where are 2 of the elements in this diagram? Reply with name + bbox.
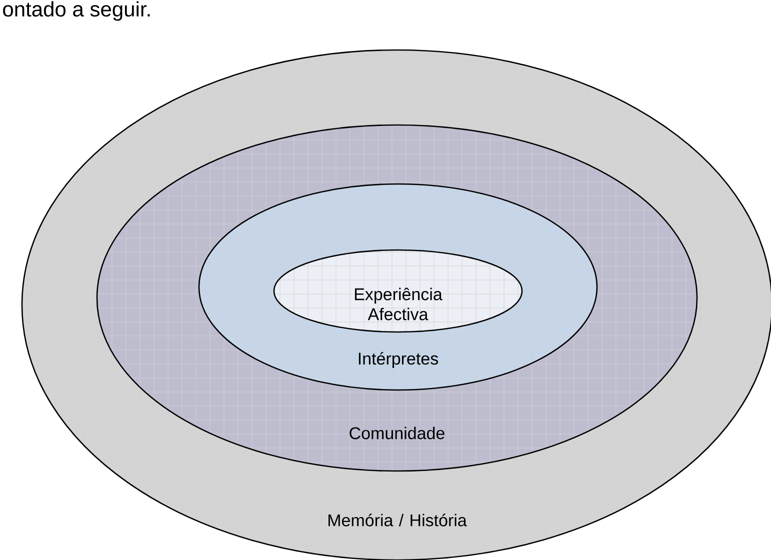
ellipse-ring: Experiência Afectiva <box>273 249 523 333</box>
text-fragment: ontado a seguir. <box>3 1 150 21</box>
